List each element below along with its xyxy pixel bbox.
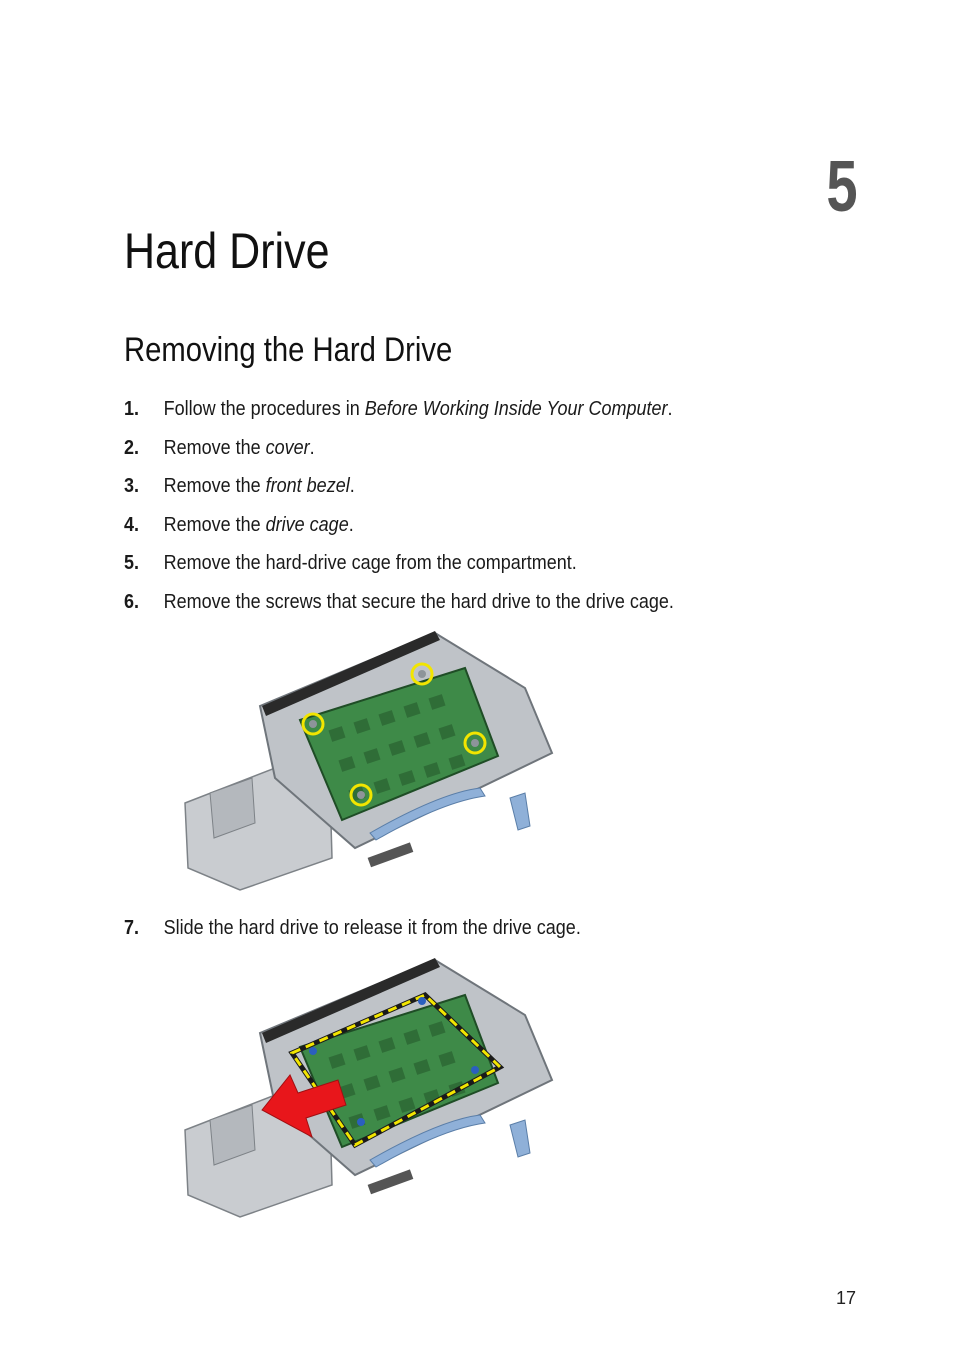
side-latch xyxy=(509,1119,531,1158)
step-number: 5. xyxy=(124,552,140,574)
screw-hole-icon xyxy=(357,1118,365,1126)
screw-hole-icon xyxy=(309,1047,317,1055)
hard-drive-slide-figure xyxy=(184,958,554,1218)
release-tab xyxy=(369,1114,486,1168)
screw-icon xyxy=(309,720,317,728)
cage-front-edge xyxy=(262,631,440,716)
step-number: 6. xyxy=(124,591,140,613)
step-number: 1. xyxy=(124,398,140,420)
side-latch xyxy=(509,792,531,831)
chapter-number: 5 xyxy=(826,147,857,227)
screw-highlight-icon xyxy=(410,662,434,686)
release-tab xyxy=(369,787,486,841)
cage-bracket-tab xyxy=(209,1104,256,1166)
screw-icon xyxy=(418,670,426,678)
cage-front-edge xyxy=(262,958,440,1043)
page-number: 17 xyxy=(835,1288,856,1308)
screw-hole-icon xyxy=(418,997,426,1005)
screw-icon xyxy=(471,739,479,747)
step-link[interactable]: cover xyxy=(265,437,310,459)
hard-drive-screws-figure xyxy=(184,631,554,891)
chapter-title: Hard Drive xyxy=(124,223,330,279)
step-number: 2. xyxy=(124,437,140,459)
step-link[interactable]: drive cage xyxy=(265,514,349,536)
drive-connector xyxy=(367,842,414,868)
step-link[interactable]: front bezel xyxy=(265,475,350,497)
screw-highlight-icon xyxy=(463,731,487,755)
screw-icon xyxy=(357,791,365,799)
screw-hole-icon xyxy=(471,1066,479,1074)
step-text: Remove the hard-drive cage from the comp… xyxy=(163,552,577,574)
screw-highlight-icon xyxy=(301,712,325,736)
hard-drive-outline-highlight xyxy=(289,993,503,1147)
step-text: Slide the hard drive to release it from … xyxy=(163,917,581,939)
step-text: Remove the screws that secure the hard d… xyxy=(163,591,674,613)
cage-bracket-tab xyxy=(209,777,256,839)
slide-direction-arrow-icon xyxy=(261,1074,347,1139)
section-title: Removing the Hard Drive xyxy=(124,331,453,369)
step-number: 7. xyxy=(124,917,140,939)
step-link[interactable]: Before Working Inside Your Computer xyxy=(364,398,668,420)
step-number: 3. xyxy=(124,475,140,497)
screw-highlight-icon xyxy=(349,783,373,807)
step-number: 4. xyxy=(124,514,140,536)
drive-connector xyxy=(367,1169,414,1195)
